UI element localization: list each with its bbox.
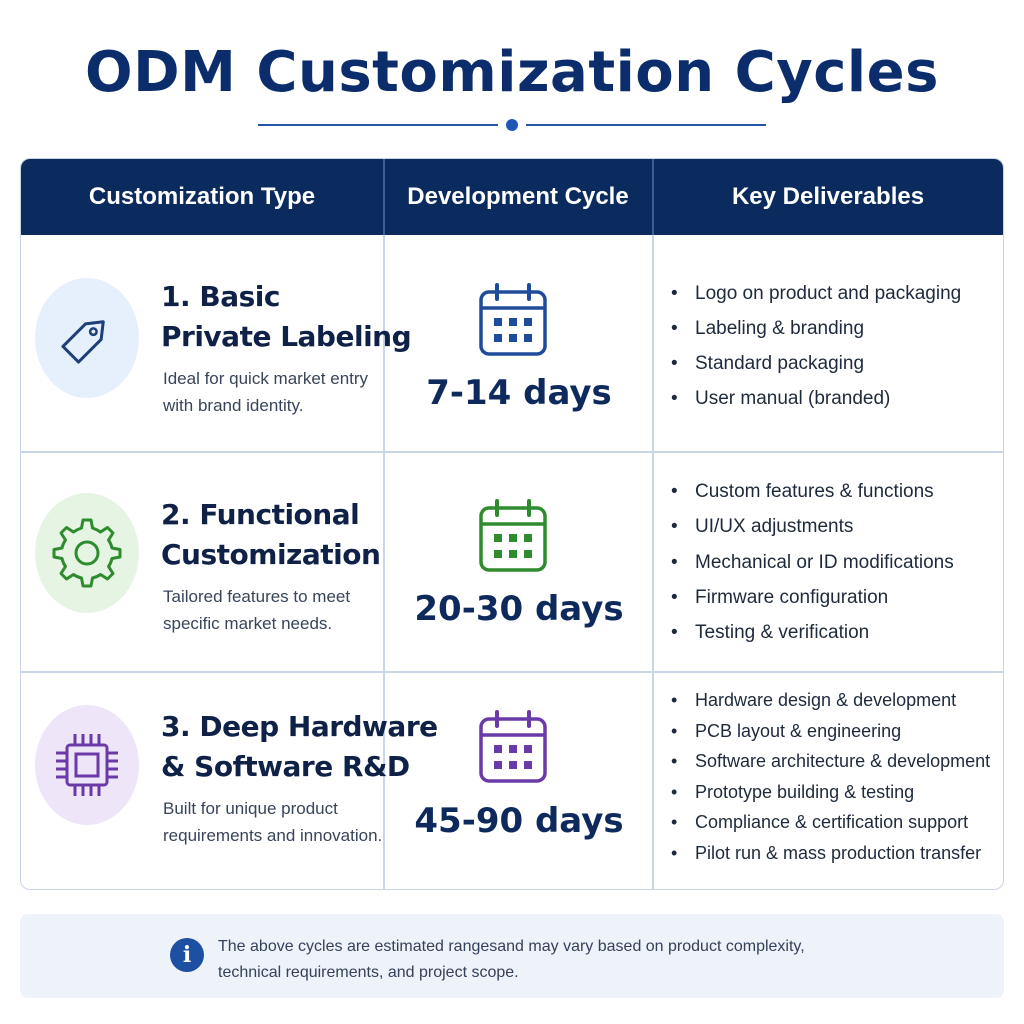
page-title: ODM Customization Cycles xyxy=(85,40,939,105)
note-line2: technical requirements, and project scop… xyxy=(218,964,519,981)
type-title-line1: 3. Deep Hardware xyxy=(161,710,438,743)
list-item: Logo on product and packaging xyxy=(671,276,1001,311)
list-item: Pilot run & mass production transfer xyxy=(671,838,1001,869)
deliverables-list: Logo on product and packaging Labeling &… xyxy=(671,276,1001,416)
chip-icon-badge xyxy=(35,705,139,825)
list-item: UI/UX adjustments xyxy=(671,509,1001,545)
cycle-duration: 20-30 days xyxy=(414,589,624,629)
calendar-icon xyxy=(479,283,547,356)
list-item: Labeling & branding xyxy=(671,311,1001,346)
calendar-icon xyxy=(479,710,547,783)
table-row: 1. Basic Private Labeling Ideal for quic… xyxy=(21,235,1003,451)
list-item: Software architecture & development xyxy=(671,746,1001,777)
list-item: Compliance & certification support xyxy=(671,807,1001,838)
list-item: User manual (branded) xyxy=(671,381,1001,416)
table-row: 2. Functional Customization Tailored fea… xyxy=(21,453,1003,671)
row-divider xyxy=(21,451,1003,453)
list-item: Testing & verification xyxy=(671,615,1001,651)
title-divider-dot xyxy=(506,119,518,131)
type-description-line1: Tailored features to meet xyxy=(163,587,351,606)
gear-icon xyxy=(52,518,122,588)
deliverables-list: Custom features & functions UI/UX adjust… xyxy=(671,474,1001,651)
header-customization-type: Customization Type xyxy=(88,183,316,210)
title-divider-left xyxy=(258,124,498,126)
list-item: Firmware configuration xyxy=(671,580,1001,616)
header-divider xyxy=(383,159,385,235)
list-item: Prototype building & testing xyxy=(671,777,1001,808)
row-divider xyxy=(21,671,1003,673)
table-row: 3. Deep Hardware & Software R&D Built fo… xyxy=(21,673,1003,889)
disclaimer-note: i The above cycles are estimated rangesa… xyxy=(20,914,1004,998)
header-divider xyxy=(652,159,654,235)
list-item: Hardware design & development xyxy=(671,685,1001,716)
type-title-line2: & Software R&D xyxy=(161,750,410,783)
type-title-line2: Private Labeling xyxy=(161,320,412,353)
type-description-line2: with brand identity. xyxy=(163,396,304,415)
type-description-line1: Ideal for quick market entry xyxy=(163,369,369,388)
tag-icon xyxy=(61,320,105,364)
type-description-line2: specific market needs. xyxy=(163,614,333,633)
type-title-line1: 2. Functional xyxy=(161,498,360,531)
list-item: PCB layout & engineering xyxy=(671,716,1001,747)
list-item: Standard packaging xyxy=(671,346,1001,381)
header-development-cycle: Development Cycle xyxy=(407,183,629,210)
column-divider xyxy=(652,235,654,889)
header-key-deliverables: Key Deliverables xyxy=(731,183,925,210)
type-description-line1: Built for unique product xyxy=(163,799,338,818)
tag-icon-badge xyxy=(35,278,139,398)
type-title-line1: 1. Basic xyxy=(161,280,280,313)
type-description-line2: requirements and innovation. xyxy=(163,826,383,845)
table-header: Customization Type Development Cycle Key… xyxy=(21,159,1003,235)
list-item: Mechanical or ID modifications xyxy=(671,545,1001,581)
calendar-icon xyxy=(479,499,547,572)
type-title-line2: Customization xyxy=(161,538,381,571)
note-line1: The above cycles are estimated rangesand… xyxy=(218,938,805,955)
info-icon: i xyxy=(170,938,204,972)
customization-table: Customization Type Development Cycle Key… xyxy=(20,158,1004,890)
title-divider-right xyxy=(526,124,766,126)
gear-icon-badge xyxy=(35,493,139,613)
list-item: Custom features & functions xyxy=(671,474,1001,510)
note-text: The above cycles are estimated rangesand… xyxy=(218,934,838,986)
cycle-duration: 7-14 days xyxy=(426,373,612,413)
deliverables-list: Hardware design & development PCB layout… xyxy=(671,685,1001,869)
column-divider xyxy=(383,235,385,889)
cycle-duration: 45-90 days xyxy=(414,801,624,841)
chip-icon xyxy=(56,734,118,796)
